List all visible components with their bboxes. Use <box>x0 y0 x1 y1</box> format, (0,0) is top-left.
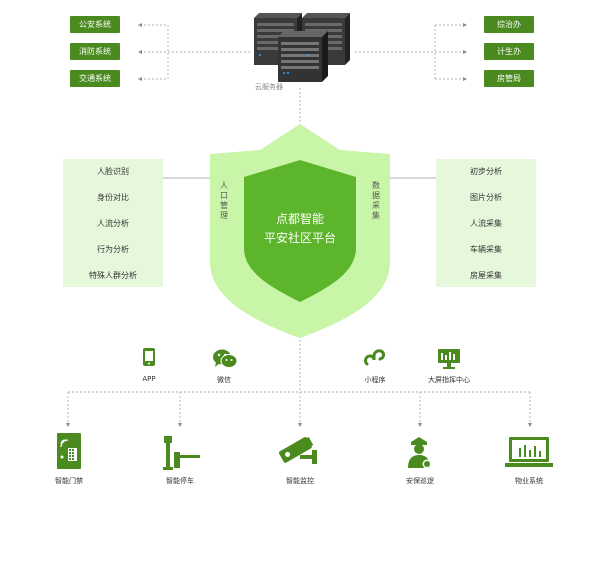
system-public-security: 公安系统 <box>70 16 120 33</box>
access-control-icon <box>57 433 81 469</box>
panel-item-housing-collection: 房屋采集 <box>470 271 502 280</box>
panel-item-image-analysis: 图片分析 <box>470 193 502 202</box>
app-access-control-label: 智能门禁 <box>55 477 83 485</box>
panel-item-crowd-analysis: 人流分析 <box>97 219 129 228</box>
panel-item-vehicle-collection: 车辆采集 <box>470 245 502 254</box>
office-housing-bureau: 房管局 <box>484 70 534 87</box>
platform-shield <box>210 124 390 338</box>
app-security-patrol-label: 安保巡逻 <box>406 477 434 485</box>
app-smart-parking-label: 智能停车 <box>166 477 194 485</box>
dashboard-screen-icon <box>438 349 460 369</box>
cloud-server-label: 云服务器 <box>255 83 283 91</box>
platform-title-line1: 点都智能 <box>275 212 324 226</box>
parking-barrier-icon <box>163 436 200 470</box>
panel-item-face-recognition: 人脸识别 <box>97 167 129 176</box>
channel-command-center-label: 大屏指挥中心 <box>428 376 470 384</box>
population-management-tag: 人口管理 <box>220 181 228 220</box>
security-guard-icon <box>408 437 432 469</box>
office-family-planning: 计生办 <box>484 43 534 60</box>
panel-item-behavior-analysis: 行为分析 <box>97 245 129 254</box>
left-function-panel: 人脸识别 身份对比 人流分析 行为分析 特殊人群分析 <box>63 159 163 287</box>
cloud-server-icon <box>254 13 350 82</box>
channel-mini-program-label: 小程序 <box>364 376 386 384</box>
data-collection-tag: 数据采集 <box>372 181 380 220</box>
panel-item-crowd-collection: 人流采集 <box>470 219 502 228</box>
mini-program-icon <box>364 349 385 366</box>
channel-app-label: APP <box>142 375 156 383</box>
panel-item-special-group-analysis: 特殊人群分析 <box>89 271 137 280</box>
office-comprehensive-governance: 综治办 <box>484 16 534 33</box>
platform-title-line2: 平安社区平台 <box>263 231 336 245</box>
system-fire-control: 消防系统 <box>70 43 120 60</box>
wechat-icon <box>213 349 238 368</box>
surveillance-camera-icon <box>279 437 317 464</box>
panel-item-identity-compare: 身份对比 <box>97 193 129 202</box>
right-function-panel: 初步分析 图片分析 人流采集 车辆采集 房屋采集 <box>436 159 536 287</box>
app-smart-monitoring-label: 智能监控 <box>286 477 314 485</box>
property-system-icon <box>505 437 553 467</box>
channel-wechat-label: 微信 <box>217 376 231 384</box>
app-property-system-label: 物业系统 <box>515 477 543 485</box>
mobile-phone-icon <box>143 348 155 366</box>
system-traffic: 交通系统 <box>70 70 120 87</box>
panel-item-preliminary-analysis: 初步分析 <box>470 167 502 176</box>
